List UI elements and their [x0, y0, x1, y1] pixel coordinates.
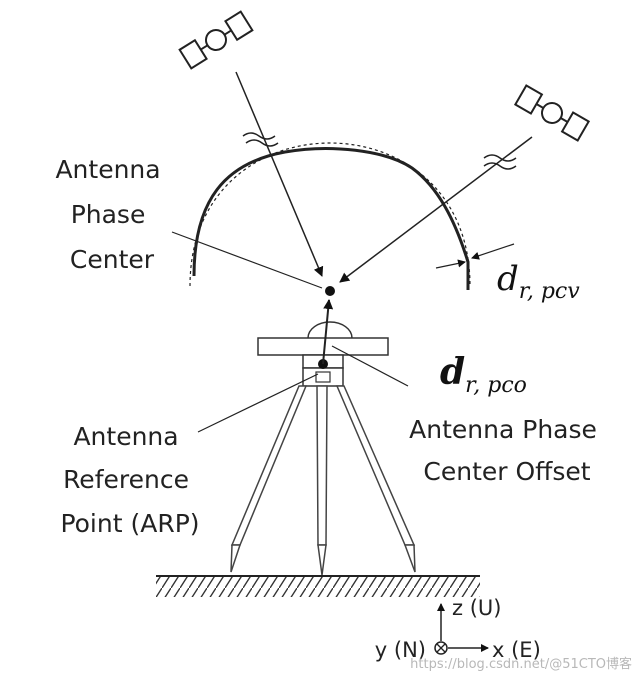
pcv-arrow-right: [471, 243, 515, 260]
ideal-phase-pattern: [189, 142, 471, 287]
axis-label-x: x (E): [492, 638, 541, 662]
label-arp: Antenna Reference Point (ARP): [60, 422, 199, 538]
phase-center-leader: [171, 231, 323, 289]
watermark: https://blog.csdn.net/@51CTO博客: [410, 656, 632, 672]
tripod: [230, 385, 416, 576]
axis-label-z: z (U): [452, 596, 501, 620]
label-phase-center: Antenna Phase Center: [55, 155, 168, 274]
ground: [156, 575, 480, 597]
signal-ray-right: [339, 136, 533, 283]
signal-ray-left: [235, 71, 324, 277]
label-pco: Antenna Phase Center Offset: [409, 415, 605, 486]
axis-label-y: y (N): [375, 638, 426, 662]
pco-vector: [322, 299, 334, 365]
phase-center-dot: [325, 286, 335, 296]
coordinate-axes: [434, 603, 489, 655]
break-symbol-right: [483, 154, 517, 170]
pco-leader: [331, 345, 409, 387]
symbol-pco: dr, pco: [440, 351, 527, 398]
satellite-icon-left: [178, 10, 254, 70]
break-symbol-left: [242, 132, 279, 147]
phase-pattern-curve: [192, 147, 470, 290]
satellite-icon-right: [513, 84, 591, 142]
symbol-pcv: dr, pcv: [497, 259, 580, 304]
arp-leader: [197, 373, 319, 433]
pcv-arrow-left: [435, 259, 466, 269]
